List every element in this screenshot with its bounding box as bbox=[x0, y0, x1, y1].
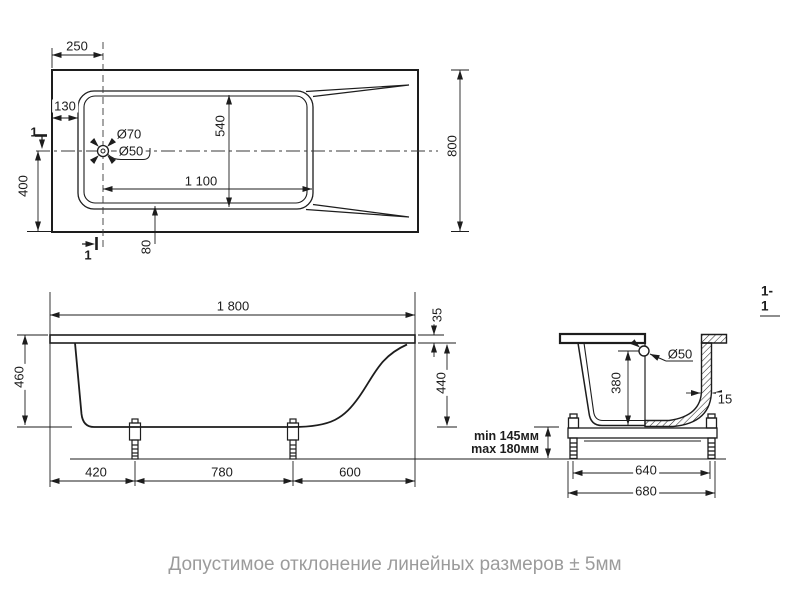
dim-130-label: 130 bbox=[52, 98, 78, 114]
section-mark-1-top: 1 bbox=[30, 124, 38, 140]
section-mark-1-bottom: 1 bbox=[84, 247, 92, 263]
dim-250-label: 250 bbox=[64, 38, 90, 54]
dim-780-label: 780 bbox=[209, 464, 235, 480]
section-d50-label: Ø50 bbox=[665, 346, 695, 362]
dim-400-label: 400 bbox=[15, 173, 31, 199]
dim-640-label: 640 bbox=[633, 462, 659, 478]
dim-680-label: 680 bbox=[633, 483, 659, 499]
dim-600-label: 600 bbox=[337, 464, 363, 480]
dim-35-label: 35 bbox=[429, 305, 445, 325]
top-view-lines bbox=[27, 42, 469, 250]
dim-15-label: 15 bbox=[715, 391, 735, 407]
drain-d50-label: Ø50 bbox=[116, 143, 146, 159]
dim-540-label: 540 bbox=[212, 113, 228, 139]
dim-1100-label: 1 100 bbox=[182, 173, 220, 189]
dim-1800-label: 1 800 bbox=[214, 298, 252, 314]
dim-440-label: 440 bbox=[433, 370, 449, 396]
clearance-max-label: max 180мм bbox=[469, 441, 541, 456]
clearance-min-label: min 145мм bbox=[471, 428, 541, 443]
dim-800-label: 800 bbox=[444, 133, 460, 159]
drain-d70-label: Ø70 bbox=[114, 126, 144, 142]
dim-80-label: 80 bbox=[138, 239, 154, 255]
dim-380-label: 380 bbox=[608, 370, 624, 396]
dim-420-label: 420 bbox=[83, 464, 109, 480]
side-view-lines bbox=[17, 292, 559, 487]
section-view-title: 1-1 bbox=[760, 284, 780, 317]
tolerance-caption: Допустимое отклонение линейных размеров … bbox=[168, 554, 622, 575]
dim-460-label: 460 bbox=[11, 364, 27, 390]
